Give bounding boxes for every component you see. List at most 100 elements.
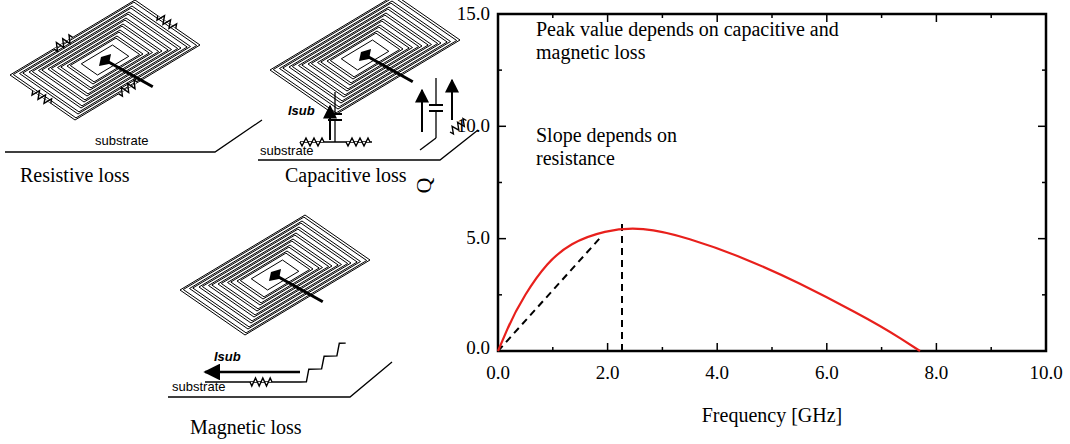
chart-annotation: Slope depends on resistance xyxy=(536,124,711,170)
tick xyxy=(771,347,773,351)
slope-tangent xyxy=(498,238,600,351)
spiral-turn xyxy=(273,0,456,113)
spiral-turn xyxy=(308,19,422,91)
tick xyxy=(881,347,883,351)
tick xyxy=(498,294,502,296)
tick xyxy=(990,347,992,351)
panel-caption: Resistive loss xyxy=(20,164,129,187)
spiral-turn xyxy=(42,20,168,100)
spiral-turn xyxy=(212,235,338,315)
panel-caption: Magnetic loss xyxy=(190,416,302,439)
resistor-symbol xyxy=(346,138,370,146)
wire xyxy=(420,138,436,150)
tick xyxy=(936,343,938,351)
panel-caption: Capacitive loss xyxy=(285,164,407,187)
substrate-plane xyxy=(168,362,392,397)
chart-annotation: Peak value depends on capacitive and mag… xyxy=(536,18,891,64)
axis-tick-label: 8.0 xyxy=(925,362,949,384)
tick xyxy=(662,347,664,351)
resistor-symbol xyxy=(250,378,272,386)
substrate-label: substrate xyxy=(172,380,225,395)
spiral-turn xyxy=(289,7,441,103)
current-label: Isub xyxy=(288,104,315,119)
tick xyxy=(498,13,506,15)
wire xyxy=(334,120,335,142)
spiral-turn xyxy=(228,245,323,305)
spiral-turn xyxy=(311,21,418,89)
resistor-symbol xyxy=(119,80,138,96)
spiral-turn xyxy=(20,6,191,114)
axis-tick-label: 0.0 xyxy=(466,337,490,359)
tick xyxy=(1038,350,1046,352)
tick xyxy=(1038,238,1046,240)
tick xyxy=(607,343,609,351)
resistor-symbol xyxy=(54,35,73,51)
current-arrow xyxy=(421,90,423,132)
resistor-symbol xyxy=(300,343,346,382)
tick xyxy=(826,343,828,351)
tick xyxy=(1038,13,1046,15)
tick xyxy=(1038,126,1046,128)
tick xyxy=(552,347,554,351)
spiral-turn xyxy=(280,1,451,109)
current-label: Isub xyxy=(214,350,241,365)
spiral-inductors xyxy=(10,0,460,335)
spiral-turn xyxy=(58,30,153,90)
resistor-symbol xyxy=(157,16,177,29)
tick xyxy=(936,14,938,22)
axis-tick-label: 15.0 xyxy=(457,3,490,25)
axis-tick-label: 0.0 xyxy=(486,362,510,384)
axis-title: Frequency [GHz] xyxy=(702,404,843,427)
wire xyxy=(334,92,335,114)
spiral-turn xyxy=(32,14,177,106)
current-arrow xyxy=(329,106,331,140)
tick xyxy=(1045,343,1047,351)
resistor-symbol xyxy=(32,91,52,104)
current-arrow xyxy=(205,371,300,373)
tick xyxy=(716,343,718,351)
substrate-plane xyxy=(5,120,262,152)
spiral-turn xyxy=(302,15,428,95)
substrate-label: substrate xyxy=(260,144,313,159)
spiral-turn xyxy=(202,229,347,321)
spiral-turn xyxy=(13,2,196,118)
substrate-label: substrate xyxy=(95,134,148,149)
current-arrow xyxy=(451,80,453,120)
tick xyxy=(1042,294,1046,296)
spiral-turn xyxy=(193,223,357,327)
spiral-turn xyxy=(292,9,437,101)
underpass xyxy=(365,55,413,82)
axis-tick-label: 10.0 xyxy=(457,115,490,137)
tick xyxy=(771,14,773,18)
tick xyxy=(498,126,506,128)
tick xyxy=(498,182,502,184)
spiral-turn xyxy=(199,227,351,323)
wire xyxy=(435,78,436,105)
spiral-turn xyxy=(270,0,460,115)
spiral-turn xyxy=(221,241,328,309)
spiral-turn xyxy=(299,13,432,97)
spiral-turn xyxy=(209,233,342,317)
spiral-turn xyxy=(39,18,172,102)
loss-elements xyxy=(32,16,466,386)
axis-tick-label: 2.0 xyxy=(596,362,620,384)
axis-tick-label: 6.0 xyxy=(815,362,839,384)
tick xyxy=(1042,69,1046,71)
spiral-turn xyxy=(51,26,158,94)
tick xyxy=(552,14,554,18)
tick xyxy=(498,69,502,71)
axis-tick-label: 5.0 xyxy=(466,227,490,249)
wire xyxy=(435,111,436,138)
q-curve xyxy=(498,229,920,351)
chart-frame xyxy=(498,14,1046,351)
axis-title: Q xyxy=(411,178,436,194)
tick-marks xyxy=(498,14,1046,351)
tick xyxy=(498,238,506,240)
axis-tick-label: 4.0 xyxy=(705,362,729,384)
spiral-turn xyxy=(180,215,370,335)
tick xyxy=(1042,182,1046,184)
capacitor-symbol xyxy=(429,104,443,106)
peak-marker xyxy=(621,224,623,351)
